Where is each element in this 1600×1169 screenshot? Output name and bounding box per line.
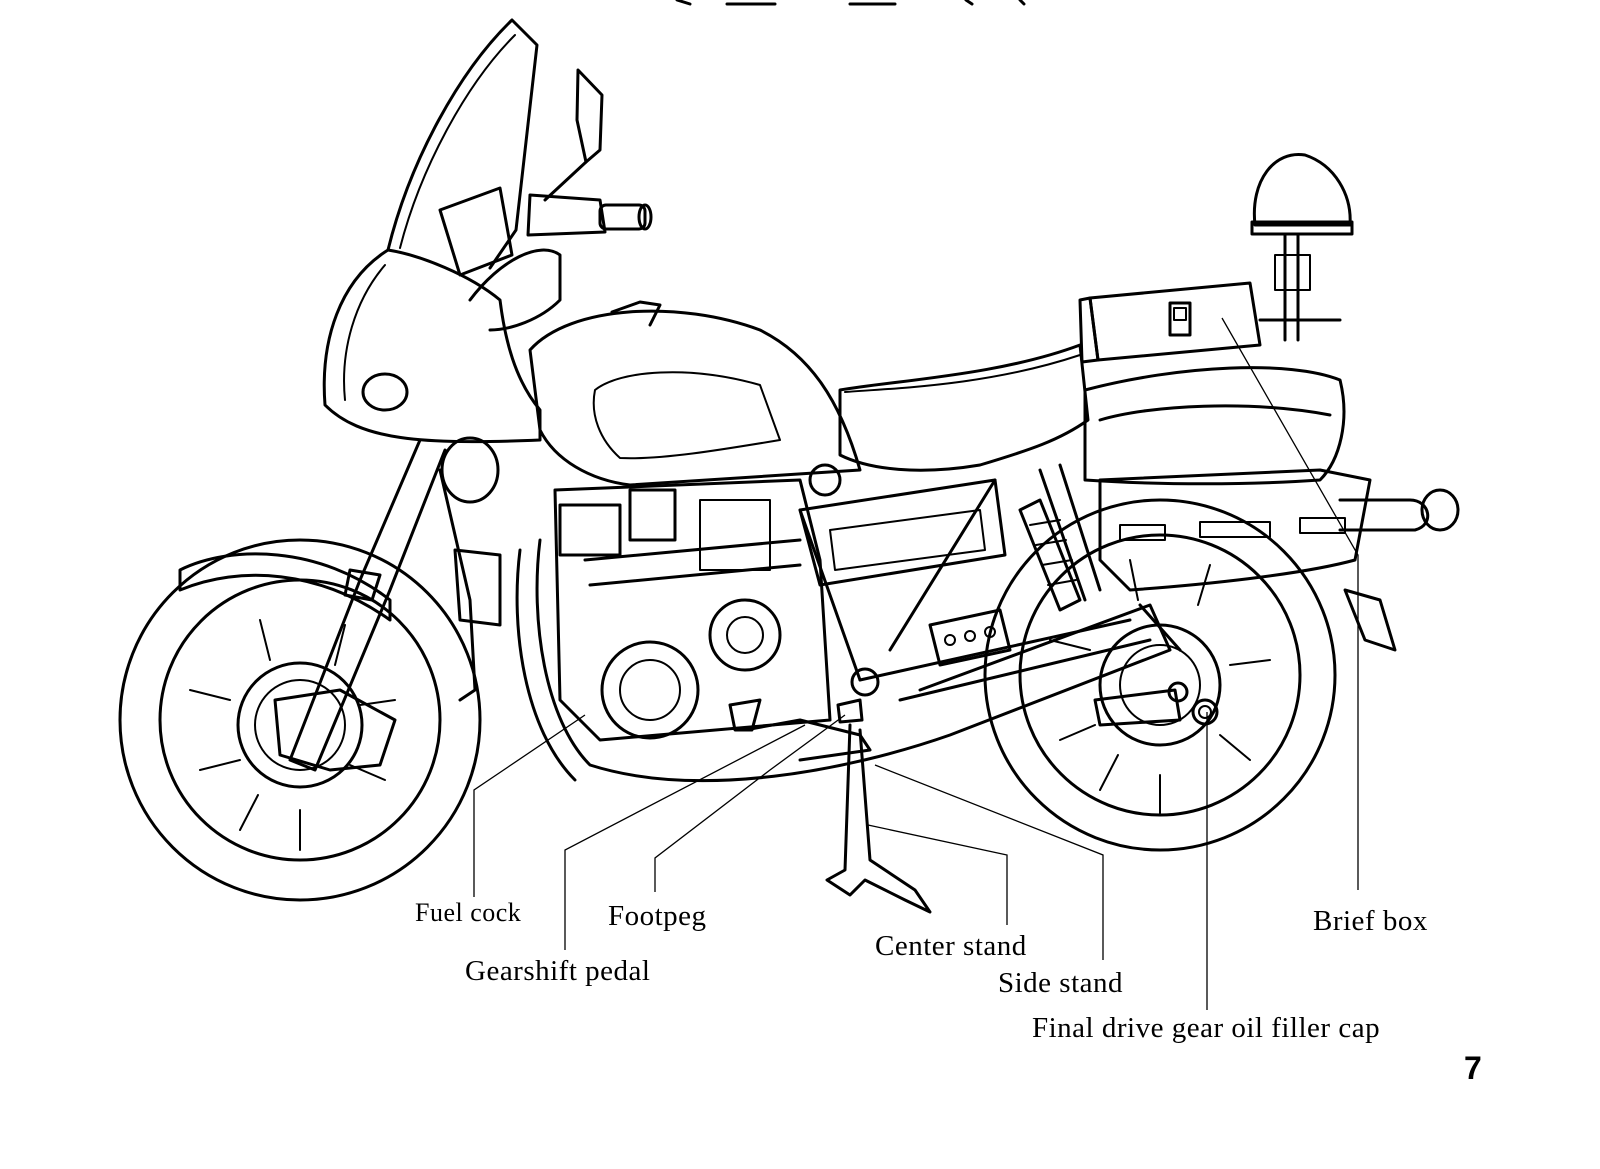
footpeg-and-pedal: [743, 698, 872, 762]
label-gearshift-pedal: Gearshift pedal: [465, 955, 651, 987]
label-footpeg: Footpeg: [608, 900, 707, 932]
center-stand: [825, 723, 932, 914]
leader-side-stand: [874, 764, 1104, 960]
leader-footpeg: [654, 714, 846, 892]
label-side-stand: Side stand: [998, 967, 1124, 999]
brief-box-shape: [1078, 281, 1262, 364]
leader-brief-box: [1221, 317, 1359, 890]
fuel-tank: [528, 300, 862, 487]
mirror: [543, 68, 604, 202]
leader-gearshift-pedal: [564, 724, 806, 950]
fairing: [322, 248, 542, 444]
engine: [553, 463, 842, 742]
front-fork: [273, 436, 502, 772]
front-wheel: [118, 538, 482, 902]
leader-fuel-cock: [473, 714, 586, 897]
page-number: 7: [1464, 1050, 1482, 1086]
leader-center-stand: [867, 824, 1008, 925]
rear-wheel: [983, 498, 1337, 852]
label-fuel-cock: Fuel cock: [415, 898, 522, 927]
rear-beacon: [1250, 152, 1354, 342]
handlebar: [438, 186, 653, 332]
frame: [798, 463, 1152, 702]
top-edge-artwork: [675, 0, 1026, 6]
label-brief-box: Brief box: [1313, 905, 1428, 937]
seat: [838, 343, 1090, 472]
label-final-drive-gear-oil-filler-cap: Final drive gear oil filler cap: [1032, 1012, 1381, 1044]
windshield: [386, 18, 539, 270]
saddlebag: [1083, 366, 1460, 652]
exhaust: [515, 538, 1182, 783]
leader-lines: [473, 317, 1359, 1010]
label-center-stand: Center stand: [875, 930, 1027, 962]
